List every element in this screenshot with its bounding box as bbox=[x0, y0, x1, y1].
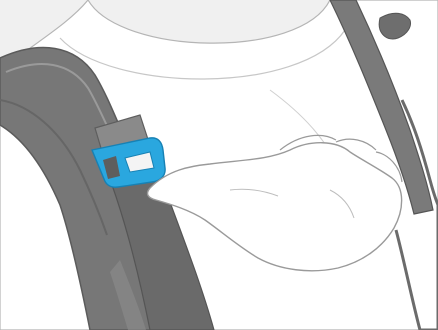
backpack-strap-illustration bbox=[0, 0, 438, 330]
illustration-frame bbox=[0, 0, 438, 330]
